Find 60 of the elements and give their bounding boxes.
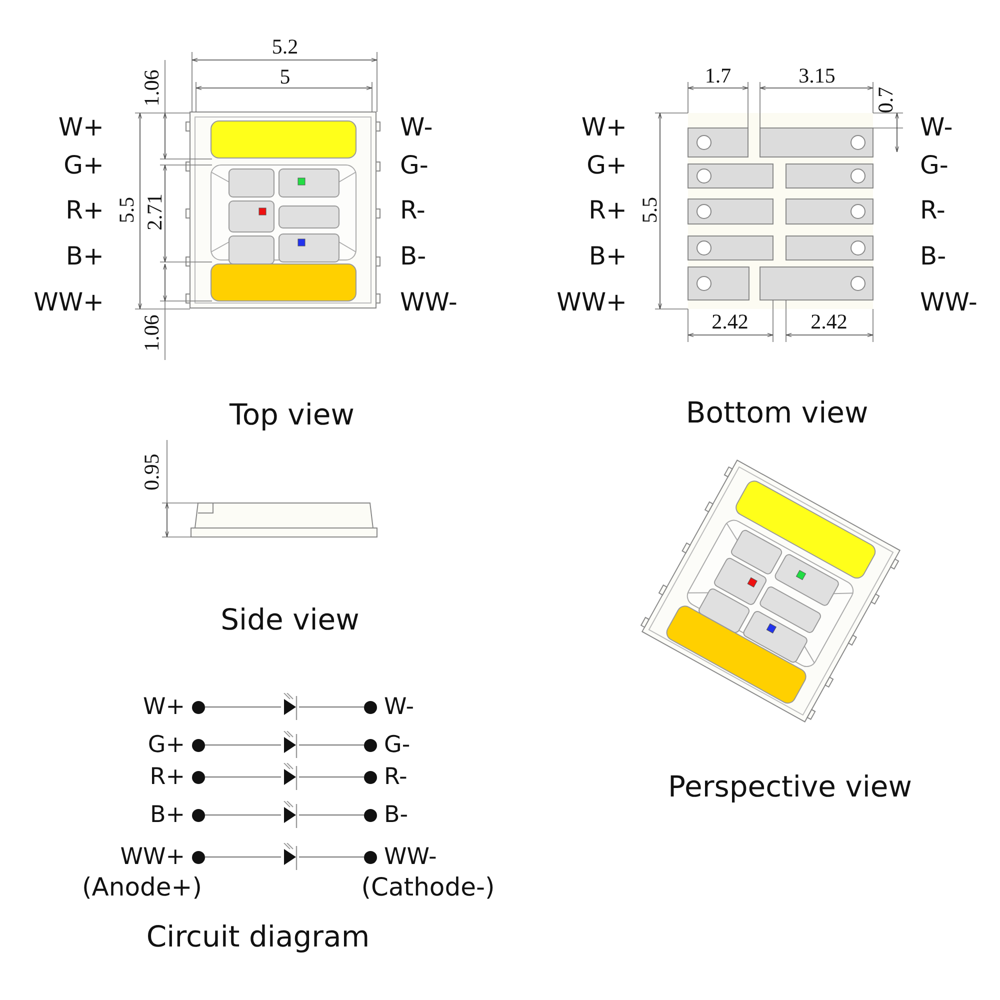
pin-label: G+: [586, 152, 627, 178]
terminal-note: (Anode+): [82, 874, 202, 900]
connector-line: [205, 706, 281, 708]
pin-label: WW-: [400, 290, 458, 314]
pin-label: W+: [142, 694, 185, 720]
pin-label: WW-: [384, 844, 437, 870]
pin-label: W-: [400, 114, 433, 140]
dimension-label: 5.2: [272, 36, 298, 58]
pin-label: B-: [400, 244, 426, 268]
connector-line: [299, 706, 364, 708]
connector-line: [299, 856, 364, 858]
dimension-label: 2.42: [810, 312, 848, 332]
dimension-label: 5: [280, 66, 290, 88]
pin-label: WW+: [120, 844, 185, 870]
dimension-label: 5.5: [640, 196, 660, 224]
connector-line: [205, 776, 281, 778]
pin-label: R+: [588, 198, 627, 222]
dimension-label: 1.7: [704, 66, 732, 86]
pin-label: G-: [384, 732, 410, 758]
connector-line: [205, 744, 281, 746]
pin-label: B+: [66, 244, 104, 268]
connector-line: [299, 776, 364, 778]
pin-label: G+: [148, 732, 185, 758]
pin-label: W+: [58, 114, 104, 140]
pin-label: W+: [581, 114, 627, 140]
dimension-label: 2.42: [712, 312, 748, 332]
pin-label: W-: [920, 114, 953, 140]
pin-label: G-: [920, 152, 948, 178]
connector-line: [205, 814, 281, 816]
dimension-label: 1.06: [142, 70, 162, 106]
pin-label: R-: [920, 198, 946, 222]
pin-label: B+: [150, 802, 185, 828]
pin-label: W-: [384, 694, 414, 720]
pin-label: R-: [384, 764, 408, 790]
dimension-label: 0.7: [876, 86, 896, 114]
connector-line: [205, 856, 281, 858]
pin-label: WW+: [34, 290, 104, 314]
view-caption: Top view: [230, 400, 354, 430]
pin-label: G+: [64, 152, 104, 178]
pin-label: WW+: [556, 290, 627, 314]
view-caption: Bottom view: [686, 398, 868, 428]
dimension-label: 5.5: [116, 196, 138, 224]
pin-label: B-: [920, 244, 946, 268]
pin-label: WW-: [920, 290, 978, 314]
connector-line: [299, 744, 364, 746]
dimension-label: 0.95: [142, 454, 162, 490]
view-caption: Perspective view: [668, 772, 912, 802]
dimension-label: 3.15: [798, 66, 836, 86]
pin-label: R+: [66, 198, 104, 222]
pin-label: B-: [384, 802, 408, 828]
diagram-caption: Circuit diagram: [146, 922, 370, 952]
pin-label: B+: [588, 244, 627, 268]
view-caption: Side view: [220, 606, 360, 634]
pin-label: R-: [400, 198, 426, 222]
dimension-label: 2.71: [144, 194, 166, 230]
pin-label: G-: [400, 152, 428, 178]
terminal-note: (Cathode-): [361, 874, 495, 900]
pin-label: R+: [150, 764, 185, 790]
connector-line: [299, 814, 364, 816]
dimension-label: 1.06: [142, 314, 162, 352]
